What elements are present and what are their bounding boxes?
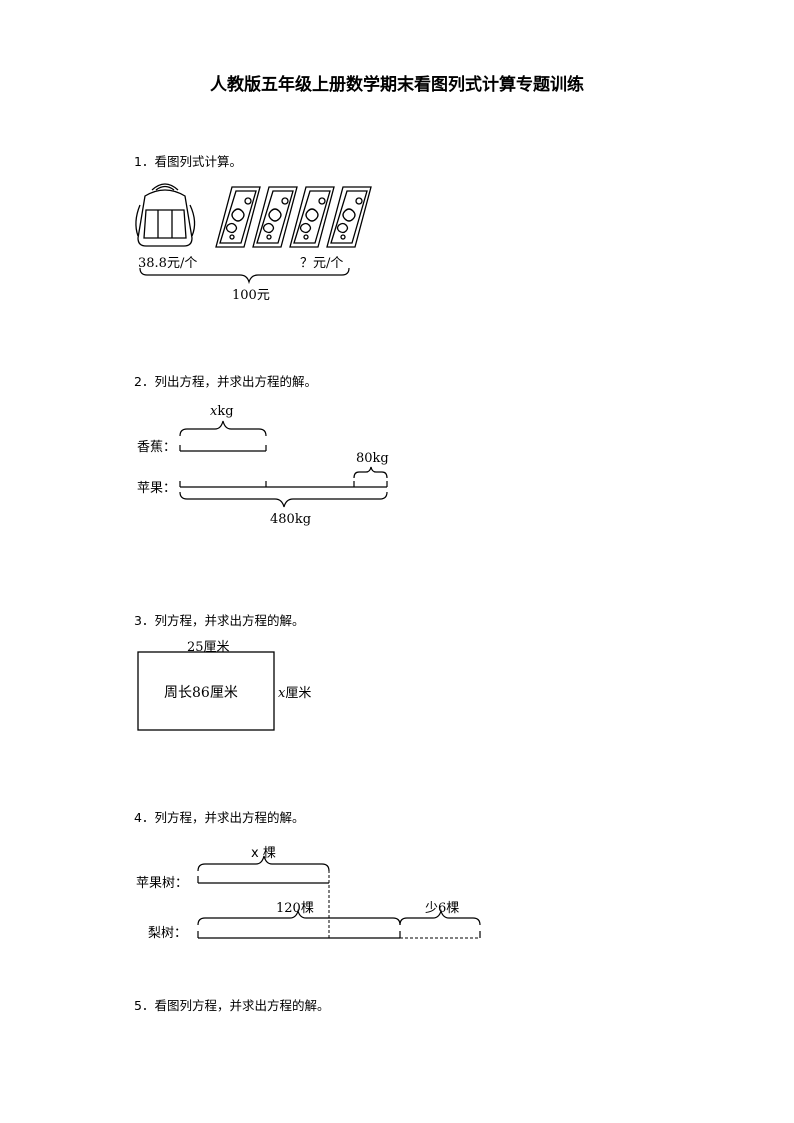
pear-value-label: 120棵 <box>276 901 314 916</box>
question-1-prompt: 1．看图列式计算。 <box>134 154 242 169</box>
perimeter-rectangle <box>137 651 275 731</box>
banana-unit: kg <box>217 404 234 419</box>
pencil-box-icon <box>215 186 372 248</box>
total-brace <box>139 267 350 285</box>
less-brace <box>399 908 481 926</box>
side-unit: 厘米 <box>285 686 312 701</box>
banana-value-label: xkg <box>210 404 234 419</box>
backpack-icon <box>135 183 196 247</box>
banana-brace <box>179 420 267 437</box>
apple-tree-value-label: x 棵 <box>251 846 276 861</box>
apple-total-label: 480kg <box>270 512 312 527</box>
banana-var: x <box>210 404 218 419</box>
page-title: 人教版五年级上册数学期末看图列式计算专题训练 <box>210 75 584 95</box>
question-5-prompt: 5．看图列方程，并求出方程的解。 <box>134 998 330 1013</box>
top-length-label: 25厘米 <box>187 640 230 655</box>
apple-row-label: 苹果： <box>137 481 177 496</box>
box-price-label: ？元/个 <box>300 256 344 271</box>
total-label: 100元 <box>232 288 270 303</box>
apple-total-brace <box>179 491 388 508</box>
pear-brace <box>197 908 401 926</box>
banana-row-label: 香蕉： <box>137 440 177 455</box>
question-3-prompt: 3．列方程，并求出方程的解。 <box>134 613 305 628</box>
side-var: x <box>278 686 286 701</box>
question-2-prompt: 2．列出方程，并求出方程的解。 <box>134 374 317 389</box>
apple-tree-row-label: 苹果树： <box>136 876 189 891</box>
bag-price-label: 38.8元/个 <box>138 256 198 271</box>
extra-label: 80kg <box>356 451 389 466</box>
side-length-label: x厘米 <box>278 682 311 701</box>
perimeter-label: 周长86厘米 <box>164 685 238 701</box>
apple-tree-brace <box>197 855 330 872</box>
question-4-prompt: 4．列方程，并求出方程的解。 <box>134 810 305 825</box>
extra-brace <box>353 466 388 479</box>
pear-less-label: 少6棵 <box>425 901 460 916</box>
pear-row-label: 梨树： <box>148 926 188 941</box>
